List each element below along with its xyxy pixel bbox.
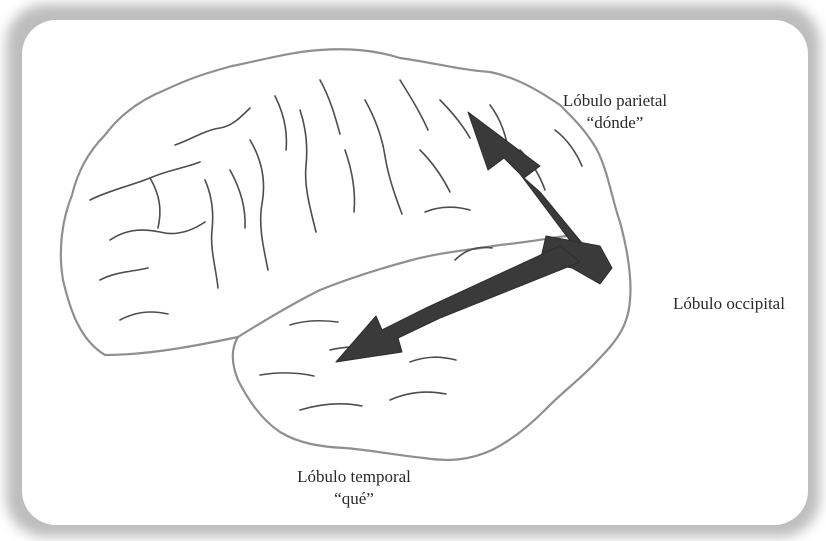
temporal-lobe-name: Lóbulo temporal: [268, 466, 440, 488]
occipital-lobe-name: Lóbulo occipital: [655, 293, 803, 315]
temporal-lobe-role: “qué”: [268, 488, 440, 510]
parietal-lobe-role: “dónde”: [552, 112, 678, 134]
label-temporal-lobe: Lóbulo temporal “qué”: [268, 466, 440, 510]
parietal-lobe-name: Lóbulo parietal: [552, 90, 678, 112]
label-occipital-lobe: Lóbulo occipital: [655, 293, 803, 315]
frame-background: [22, 20, 808, 525]
label-parietal-lobe: Lóbulo parietal “dónde”: [552, 90, 678, 134]
